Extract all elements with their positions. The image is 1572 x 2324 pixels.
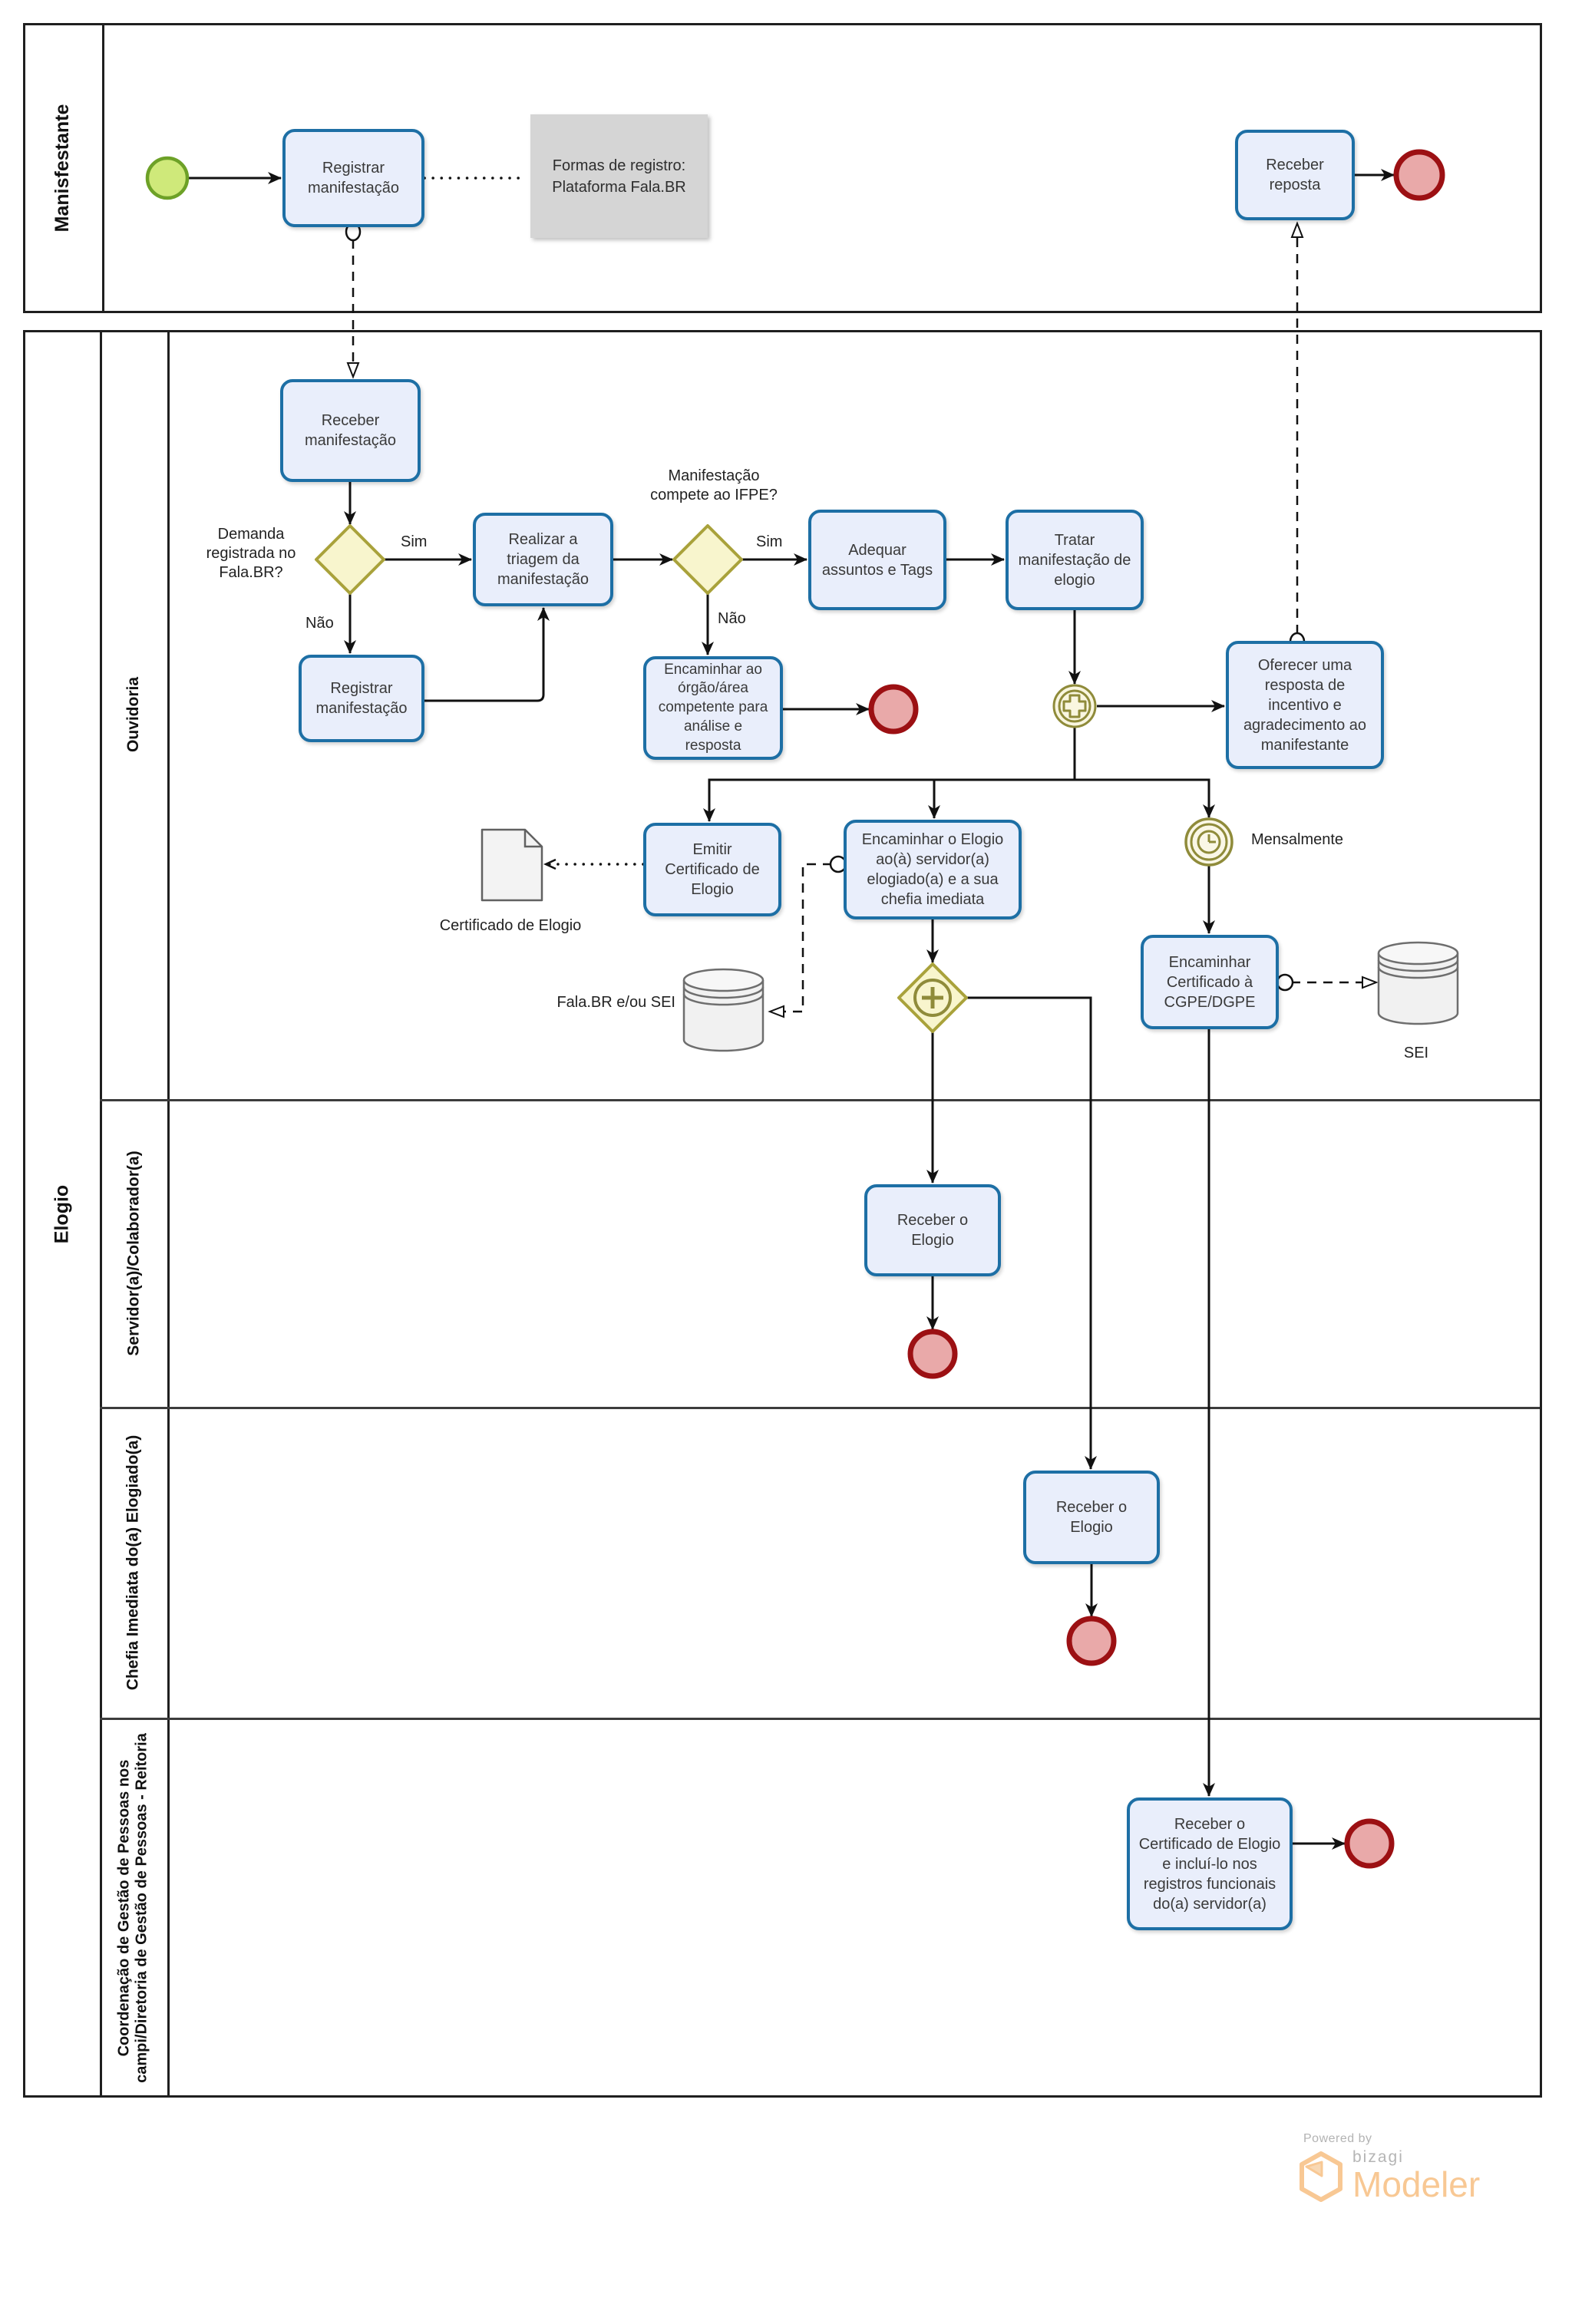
- task-receber-elogio-chefia[interactable]: Receber o Elogio: [1023, 1471, 1160, 1564]
- task-receber-manifestacao[interactable]: Receber manifestação: [280, 379, 421, 482]
- label-sei: SEI: [1403, 1045, 1429, 1061]
- port-encaminhar-cert: [1276, 973, 1294, 992]
- task-adequar-assuntos[interactable]: Adequar assuntos e Tags: [808, 510, 946, 610]
- end-event-coordenacao[interactable]: [1344, 1818, 1395, 1869]
- task-receber-reposta[interactable]: Receber reposta: [1235, 130, 1355, 220]
- flow-gateway3-to-receber-elogio-chefia: [966, 996, 1097, 1470]
- parallel-multiple-event[interactable]: [1052, 684, 1097, 728]
- pool-elogio-lane-band-divider: [167, 332, 170, 2095]
- task-tratar-manifestacao[interactable]: Tratar manifestação de elogio: [1006, 510, 1144, 610]
- powered-by-text: Powered by: [1303, 2132, 1372, 2145]
- pool-elogio: [23, 330, 1542, 2098]
- datastore-sei[interactable]: [1377, 941, 1459, 1025]
- gateway-parallel-split[interactable]: [897, 962, 968, 1033]
- pool-manifestante-band-divider: [102, 25, 104, 311]
- lane-divider-ouvidoria-servidor: [100, 1099, 1540, 1101]
- flow-split-to-timer: [1075, 778, 1215, 818]
- label-certificado-elogio: Certificado de Elogio: [439, 917, 582, 934]
- label-demanda-registrada: Demanda registrada no Fala.BR?: [206, 526, 296, 581]
- annotation-formas-registro[interactable]: Formas de registro: Plataforma Fala.BR: [530, 114, 708, 238]
- label-sim-2: Sim: [756, 533, 783, 550]
- task-registrar-manifestacao-2[interactable]: Registrar manifestação: [299, 655, 424, 742]
- label-manifestacao-compete: Manifestação compete ao IFPE?: [650, 467, 778, 503]
- task-realizar-triagem[interactable]: Realizar a triagem da manifestação: [473, 513, 613, 606]
- end-event-ouvidoria[interactable]: [868, 684, 919, 735]
- annotation-line2: Plataforma Fala.BR: [552, 178, 686, 196]
- bizagi-modeler-logo: Powered by bizagi Modeler: [1299, 2132, 1552, 2202]
- task-receber-certificado[interactable]: Receber o Certificado de Elogio e incluí…: [1127, 1797, 1293, 1930]
- start-event[interactable]: [145, 156, 190, 200]
- task-encaminhar-orgao[interactable]: Encaminhar ao órgão/área competente para…: [643, 656, 783, 760]
- datastore-falabr-sei[interactable]: [682, 968, 765, 1052]
- flow-split-to-emitir: [703, 778, 1075, 822]
- task-encaminhar-elogio[interactable]: Encaminhar o Elogio ao(à) servidor(a) el…: [844, 820, 1022, 919]
- task-receber-elogio-servidor[interactable]: Receber o Elogio: [864, 1184, 1001, 1276]
- label-sim-1: Sim: [401, 533, 428, 550]
- pool-manifestante: [23, 23, 1542, 313]
- modeler-product-text: Modeler: [1352, 2164, 1481, 2204]
- task-registrar-manifestacao-1[interactable]: Registrar manifestação: [282, 129, 424, 227]
- flow-registrar2-to-realizar: [424, 607, 550, 702]
- bizagi-brand-text: bizagi: [1352, 2148, 1404, 2166]
- label-nao-2: Não: [718, 610, 746, 627]
- label-nao-1: Não: [305, 615, 334, 632]
- bizagi-hexagon-icon: [1300, 2151, 1342, 2202]
- lane-divider-servidor-chefia: [100, 1407, 1540, 1409]
- annotation-line1: Formas de registro:: [552, 157, 686, 174]
- label-falabr-sei: Fala.BR e/ou SEI: [556, 994, 675, 1011]
- lane-divider-chefia-coordenacao: [100, 1718, 1540, 1720]
- end-event-chefia[interactable]: [1066, 1616, 1117, 1666]
- task-encaminhar-certificado[interactable]: Encaminhar Certificado à CGPE/DGPE: [1141, 935, 1279, 1029]
- label-mensalmente: Mensalmente: [1251, 831, 1344, 848]
- pool-elogio-band-divider: [100, 332, 102, 2095]
- end-event-manifestante[interactable]: [1393, 149, 1445, 201]
- association-encaminhar-elogio-to-falabr-db: [768, 863, 832, 1018]
- document-certificado[interactable]: [481, 828, 543, 902]
- task-emitir-certificado[interactable]: Emitir Certificado de Elogio: [643, 823, 781, 916]
- end-event-servidor[interactable]: [907, 1329, 958, 1379]
- task-oferecer-resposta[interactable]: Oferecer uma resposta de incentivo e agr…: [1226, 641, 1384, 769]
- timer-event[interactable]: [1184, 817, 1233, 867]
- gateway-demanda-fala-br[interactable]: [315, 524, 385, 595]
- gateway-compete-ifpe[interactable]: [672, 524, 743, 595]
